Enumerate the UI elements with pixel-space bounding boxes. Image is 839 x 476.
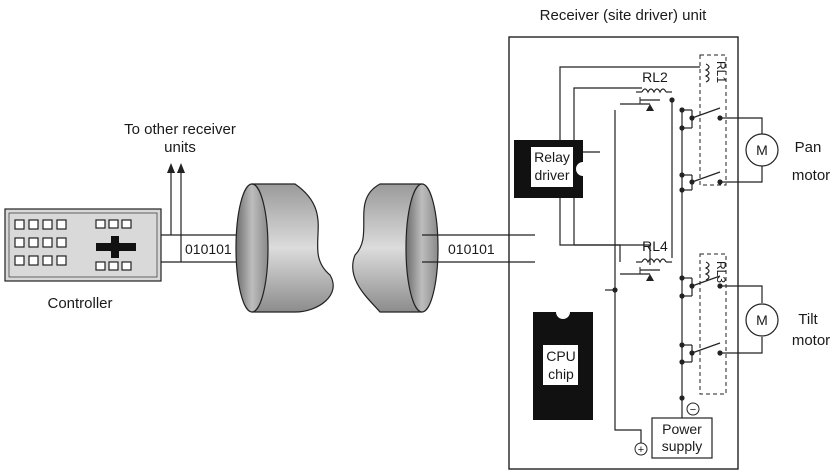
- cable-cylinder-left: [235, 183, 334, 313]
- relay-driver-line2: driver: [534, 167, 569, 183]
- cable-cylinder-right: [352, 183, 439, 313]
- rl1-coil: [704, 63, 710, 83]
- diagram-title: Receiver (site driver) unit: [540, 7, 708, 24]
- pan-label-line1: Pan: [795, 139, 822, 156]
- power-line2: supply: [662, 438, 702, 454]
- power-line1: Power: [662, 421, 702, 437]
- relay-rl3-box: [699, 253, 727, 395]
- relay-driver-chip: [514, 140, 583, 198]
- cable-right: [422, 234, 535, 263]
- signal-right: 010101: [448, 241, 495, 257]
- svg-text:−: −: [690, 404, 696, 416]
- branch-arrows: [167, 163, 185, 235]
- power-supply-box: [651, 417, 713, 459]
- controller-label: Controller: [47, 295, 112, 312]
- pan-motor-symbol: M: [756, 142, 768, 158]
- joystick-icon: [96, 236, 136, 258]
- rl3-label: RL3: [714, 261, 728, 283]
- rl1-label: RL1: [714, 61, 728, 83]
- pan-motor: M: [726, 117, 779, 183]
- signal-left: 010101: [185, 241, 232, 257]
- rl3-coil: [704, 261, 710, 281]
- pan-switches: [669, 97, 726, 193]
- note-line2: units: [164, 139, 196, 156]
- plus-terminal-icon: +: [634, 442, 648, 456]
- cpu-line1: CPU: [546, 348, 576, 364]
- relay-rl4: [620, 258, 672, 281]
- relay-driver-line1: Relay: [534, 149, 570, 165]
- svg-text:+: +: [638, 444, 644, 456]
- tilt-label-line1: Tilt: [798, 311, 818, 328]
- receiver-wiring: [559, 66, 700, 443]
- controller-keypad: [14, 219, 132, 271]
- cpu-line2: chip: [548, 366, 574, 382]
- relay-rl1-box: [699, 54, 727, 186]
- tilt-label-line2: motor: [792, 332, 830, 349]
- relay-rl2: [620, 88, 672, 111]
- cpu-chip: [533, 312, 593, 420]
- note-line1: To other receiver: [124, 121, 236, 138]
- receiver-box: [508, 36, 739, 470]
- rl4-label: RL4: [642, 238, 668, 254]
- tilt-motor: M: [726, 285, 779, 354]
- tilt-switches: [612, 275, 726, 401]
- rl2-label: RL2: [642, 69, 668, 85]
- pan-label-line2: motor: [792, 167, 830, 184]
- tilt-motor-symbol: M: [756, 312, 768, 328]
- minus-terminal-icon: −: [686, 402, 700, 416]
- controller-unit: [4, 208, 162, 282]
